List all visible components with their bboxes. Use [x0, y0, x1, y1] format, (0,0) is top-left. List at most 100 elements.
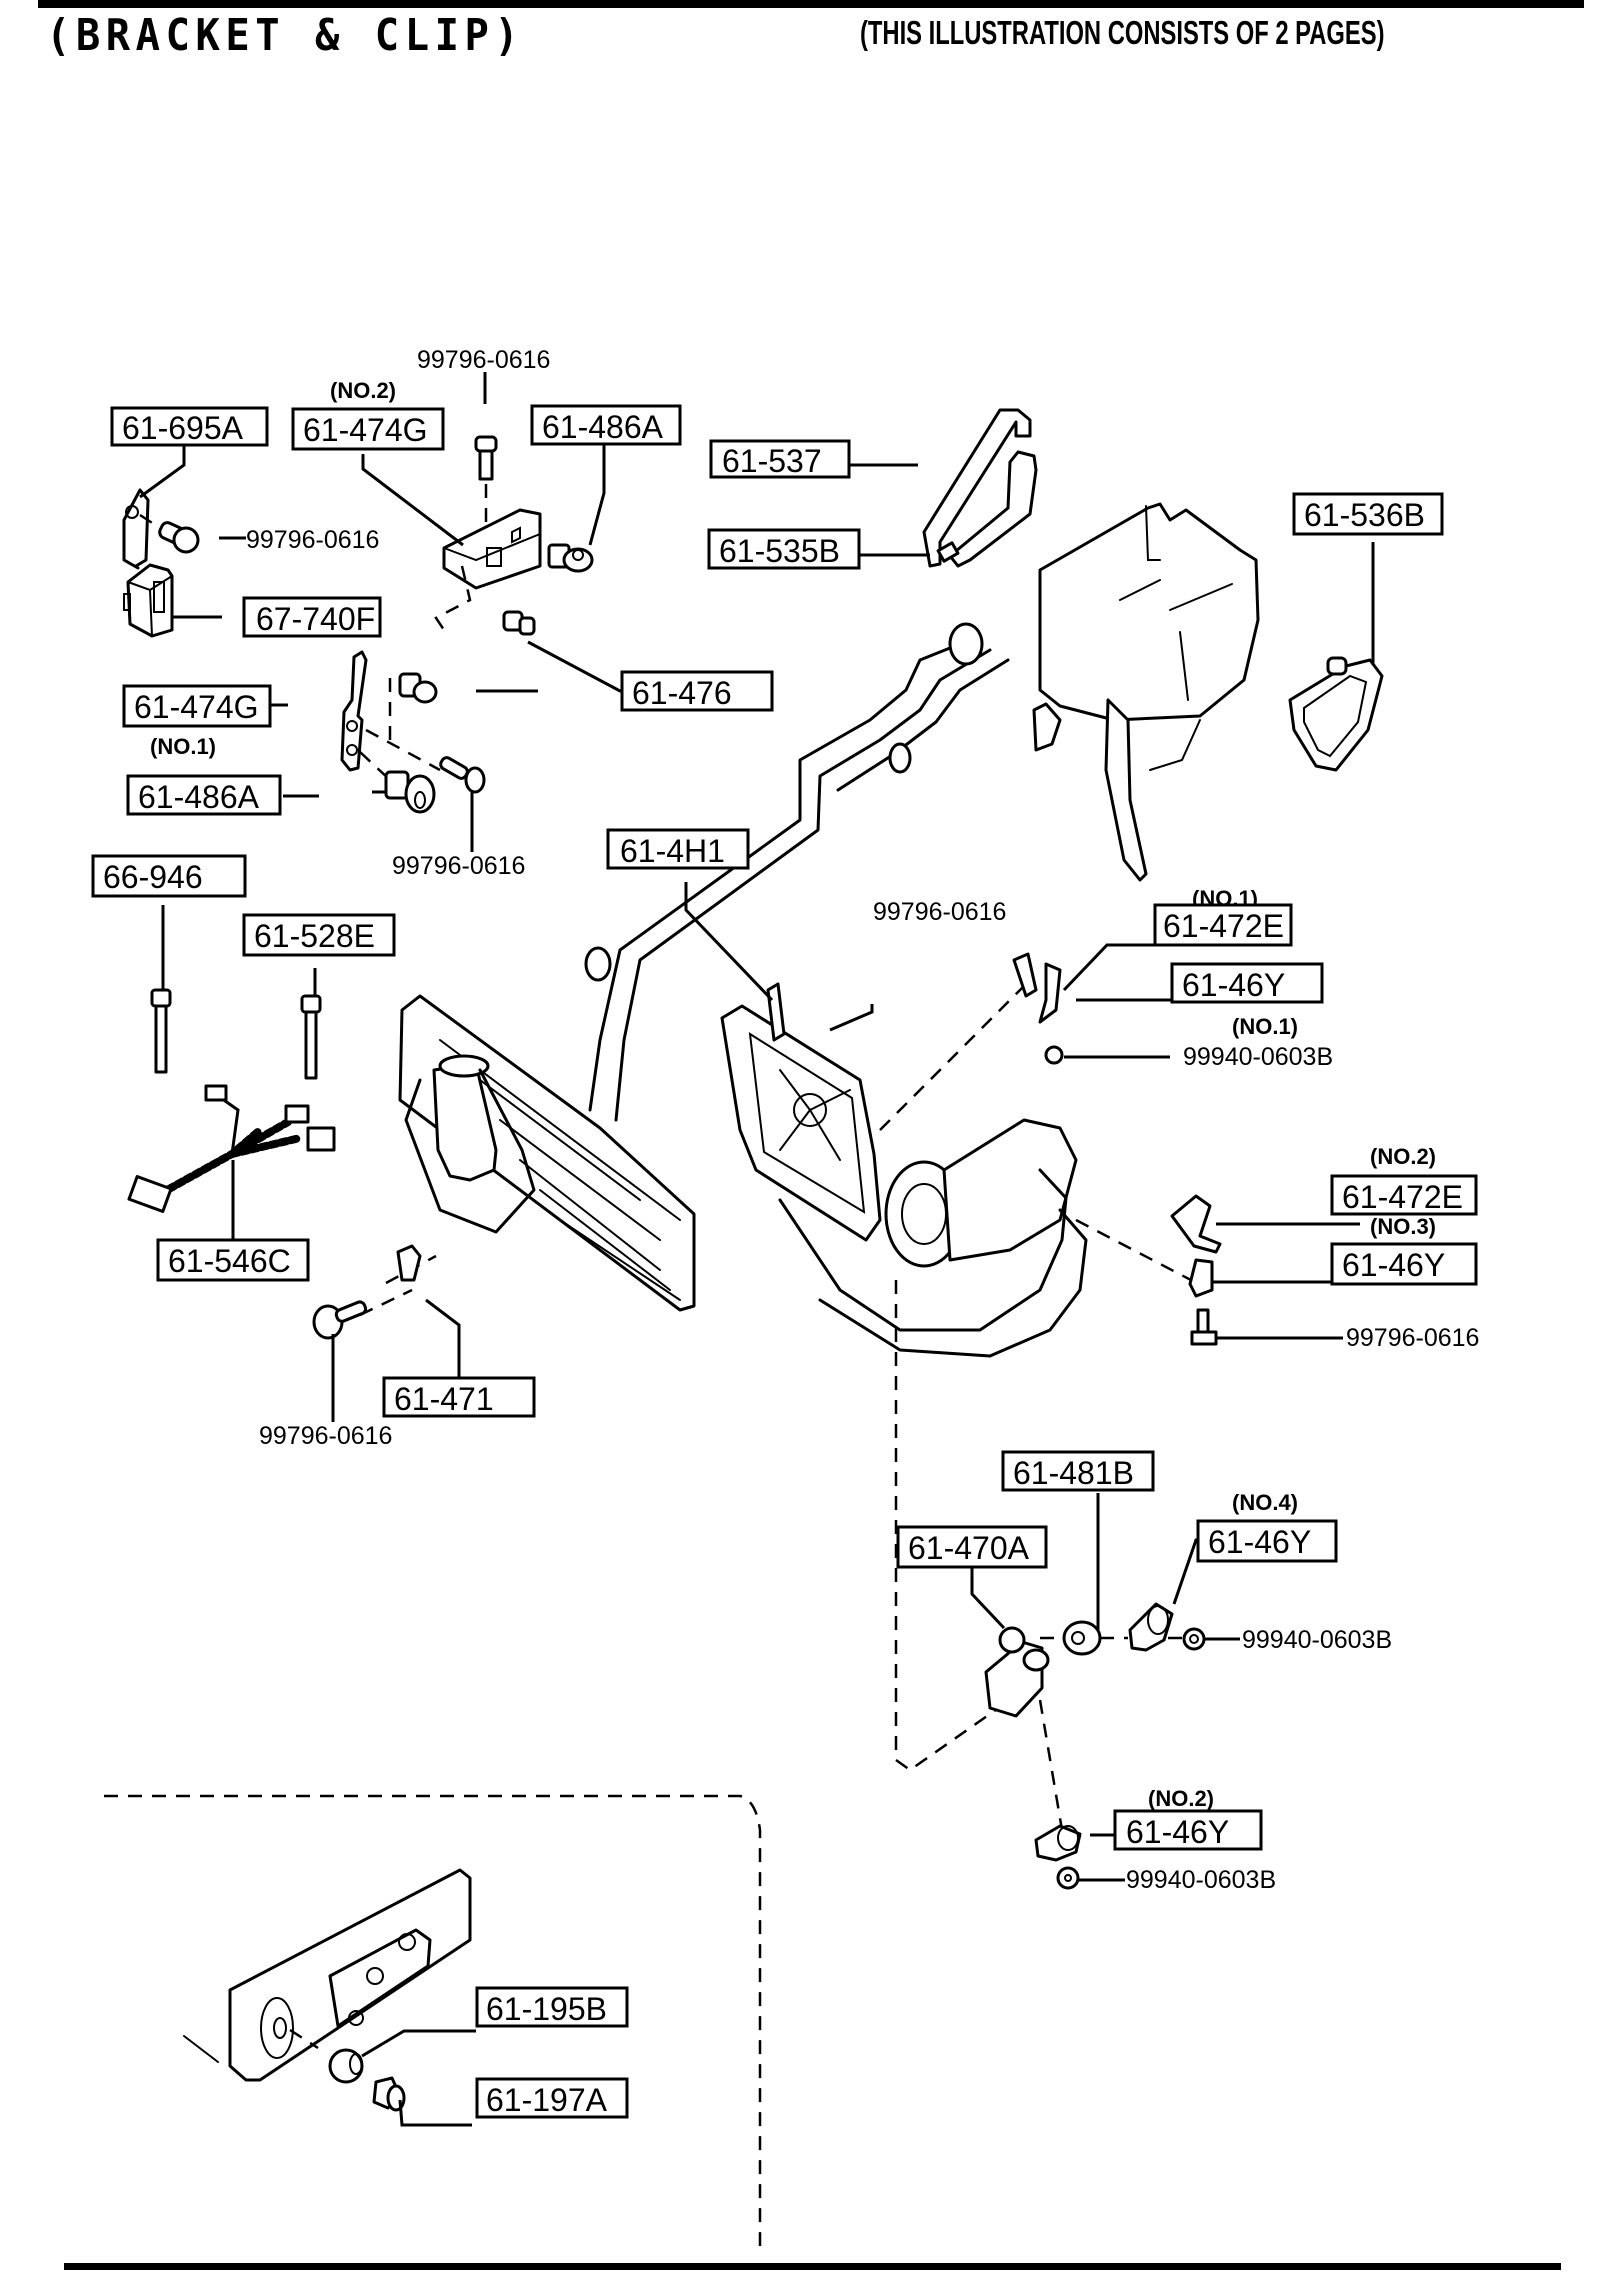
callout-61-481B[interactable]: 61-481B [1001, 1450, 1155, 1492]
callout-label: 61-46Y [1342, 1247, 1445, 1283]
fastener-label[interactable]: 99940-0603B [1183, 1043, 1333, 1071]
callout-note: (NO.1) [1232, 1014, 1298, 1039]
callout-label: 61-46Y [1208, 1524, 1311, 1560]
callout-label: 61-537 [722, 443, 822, 479]
relay-67-740F-illustration [123, 563, 174, 638]
callout-61-46Y-no1[interactable]: 61-46Y (NO.1) [1170, 962, 1324, 1039]
nut-no2-illustration [1056, 1866, 1080, 1890]
callout-61-537[interactable]: 61-537 [709, 439, 851, 479]
bolt-lower-illustration [439, 756, 486, 794]
strap-61-537-illustration [922, 408, 1032, 568]
callout-61-46Y-no3[interactable]: (NO.3) 61-46Y [1330, 1214, 1478, 1286]
callout-label: 61-528E [254, 918, 375, 954]
assembly-dashline [1075, 1218, 1211, 1292]
callout-61-474G-no2[interactable]: (NO.2) 61-474G [291, 378, 445, 451]
cable-tie-66-946-illustration [150, 988, 172, 1074]
callout-label: 61-535B [719, 533, 840, 569]
callout-label: 61-481B [1013, 1455, 1134, 1491]
inset-boundary [104, 1794, 762, 2246]
fastener-label[interactable]: 99796-0616 [873, 898, 1006, 926]
callout-61-535B[interactable]: 61-535B [707, 528, 861, 570]
callout-61-472E-no1[interactable]: (NO.1) 61-472E [1153, 886, 1293, 947]
fastener-label[interactable]: 99796-0616 [417, 346, 550, 374]
evaporator-unit-illustration [1032, 502, 1260, 882]
clip-61-476-lower-illustration [398, 672, 438, 704]
bracket-61-695A-illustration [122, 488, 200, 570]
assembly-dashline [1038, 1699, 1064, 1831]
bracket-61-470A-illustration [984, 1626, 1050, 1718]
callout-61-528E[interactable]: 61-528E [242, 913, 396, 957]
callout-note: (NO.3) [1370, 1214, 1436, 1239]
callout-61-474G-no1[interactable]: 61-474G (NO.1) [122, 684, 272, 759]
callout-61-536B[interactable]: 61-536B [1292, 492, 1444, 536]
bracket-61-474G-no1-illustration [340, 650, 441, 781]
callout-label: 67-740F [256, 601, 375, 637]
callout-label: 61-536B [1304, 497, 1425, 533]
clip-61-476-upper-illustration [502, 610, 536, 636]
callout-note: (NO.4) [1232, 1490, 1298, 1515]
callout-61-546C[interactable]: 61-546C [156, 1238, 310, 1282]
diagram-title: (BRACKET & CLIP) [46, 10, 525, 61]
cable-tie-61-528E-illustration [300, 994, 322, 1080]
callout-note: (NO.1) [150, 734, 216, 759]
fastener-label[interactable]: 99796-0616 [392, 852, 525, 880]
callout-67-740F[interactable]: 67-740F [242, 596, 382, 638]
receiver-drier-illustration [404, 1054, 536, 1234]
callout-61-695A[interactable]: 61-695A [110, 406, 269, 447]
page-count-note: (THIS ILLUSTRATION CONSISTS OF 2 PAGES) [860, 14, 1385, 51]
clip-61-471-illustration [396, 1244, 422, 1282]
callout-note: (NO.2) [330, 378, 396, 403]
callout-label: 61-474G [134, 689, 259, 725]
callout-61-486A-lower[interactable]: 61-486A [126, 774, 282, 816]
strap-61-535B-illustration [936, 450, 1038, 568]
callout-label: 61-474G [303, 412, 428, 448]
bracket-61-474G-no2-illustration [442, 508, 542, 590]
callout-label: 61-195B [486, 1991, 607, 2027]
fastener-label[interactable]: 99796-0616 [246, 526, 379, 554]
top-rule [38, 0, 1584, 8]
callout-61-476[interactable]: 61-476 [620, 670, 774, 712]
callout-label: 61-472E [1342, 1179, 1463, 1215]
clip-61-486A-lower-illustration [384, 770, 436, 814]
seal-61-536B-illustration [1288, 656, 1384, 772]
assembly-dashline [359, 1288, 413, 1317]
callout-label: 61-476 [632, 675, 732, 711]
callout-61-472E-no2[interactable]: (NO.2) 61-472E [1330, 1144, 1478, 1216]
callout-66-946[interactable]: 66-946 [91, 854, 247, 898]
fastener-label[interactable]: 99796-0616 [1346, 1324, 1479, 1352]
callout-61-486A-upper[interactable]: 61-486A [530, 404, 682, 446]
callout-label: 61-471 [394, 1381, 494, 1417]
clip-61-46Y-no2-illustration [1034, 1824, 1082, 1862]
compressor-illustration [778, 1118, 1088, 1358]
callout-61-470A[interactable]: 61-470A [896, 1525, 1048, 1569]
callout-label: 61-546C [168, 1243, 291, 1279]
callout-note: (NO.2) [1148, 1786, 1214, 1811]
refrigerant-pipes-illustration [584, 622, 1010, 1122]
grommet-61-481B-illustration [1062, 1620, 1102, 1656]
fastener-label[interactable]: 99940-0603B [1126, 1866, 1276, 1894]
valve-61-195B-illustration [328, 2048, 364, 2084]
callout-label: 61-472E [1163, 908, 1284, 944]
assembly-dashline [894, 1280, 1011, 1772]
fastener-label[interactable]: 99940-0603B [1242, 1626, 1392, 1654]
bracket-61-472E-no2-illustration [1170, 1194, 1222, 1346]
bracket-61-472E-no1-illustration [1012, 952, 1064, 1065]
bolt-illustration [474, 372, 498, 532]
callout-label: 61-486A [542, 409, 664, 445]
callout-61-4H1[interactable]: 61-4H1 [606, 828, 750, 870]
assembly-dashline [879, 979, 1031, 1131]
callout-label: 61-197A [486, 2082, 608, 2118]
clip-61-46Y-no4-illustration [1128, 1602, 1174, 1652]
callout-61-197A[interactable]: 61-197A [475, 2077, 629, 2119]
callout-61-195B[interactable]: 61-195B [475, 1986, 629, 2028]
callout-label: 61-695A [122, 410, 244, 446]
callout-61-46Y-no2[interactable]: (NO.2) 61-46Y [1113, 1786, 1263, 1851]
callout-61-471[interactable]: 61-471 [382, 1376, 536, 1418]
bottom-rule [64, 2263, 1561, 2270]
callout-61-46Y-no4[interactable]: (NO.4) 61-46Y [1196, 1490, 1338, 1563]
fastener-label[interactable]: 99796-0616 [259, 1422, 392, 1450]
bolt-61-471-illustration [312, 1300, 368, 1340]
callout-label: 61-486A [138, 779, 260, 815]
fan-shroud-illustration [720, 982, 882, 1242]
